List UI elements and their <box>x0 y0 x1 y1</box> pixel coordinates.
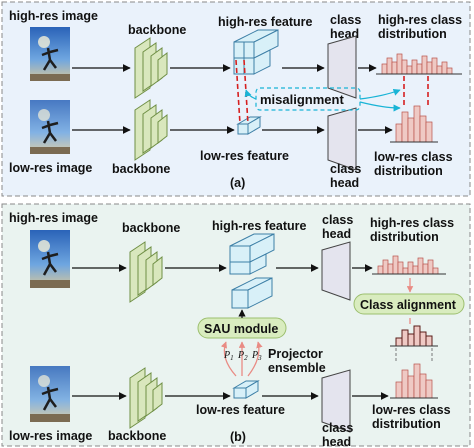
class-alignment-label: Class alignment <box>360 298 457 312</box>
high-res-feature-b <box>229 233 275 275</box>
low-res-feature-label-a: low-res feature <box>200 149 289 163</box>
backbone-bottom-label-b: backbone <box>108 429 166 443</box>
misalignment-box-a <box>255 87 361 111</box>
sau-module-label: SAU module <box>204 322 278 336</box>
low-res-image-label-b: low-res image <box>9 429 92 443</box>
projector-p3: P3 <box>251 350 262 362</box>
high-res-feature-label-b: high-res feature <box>212 219 307 233</box>
backbone-bottom-a <box>134 99 168 161</box>
panel-b: high-res image low-res image backbone ba… <box>1 203 471 448</box>
high-res-feature-label-a: high-res feature <box>218 15 313 29</box>
high-res-image-label-a: high-res image <box>9 9 98 23</box>
misalignment-arrows-a <box>244 88 401 112</box>
projector-arrows <box>220 341 263 377</box>
panel-a: high-res image low-res image backbone ba… <box>1 1 471 197</box>
high-res-image-label-b: high-res image <box>9 211 98 225</box>
class-alignment-box <box>353 293 465 315</box>
panel-a-border <box>1 1 471 197</box>
panel_a-low_res_dist-line-2: distribution <box>374 164 443 178</box>
panel_b-projector-line-2: ensemble <box>268 361 326 375</box>
backbone-bottom-b <box>129 367 163 429</box>
low-res-feature-label-b: low-res feature <box>196 403 285 417</box>
low-res-image-label-a: low-res image <box>9 161 92 175</box>
caption-a: (a) <box>230 176 245 190</box>
panel_a-class_head_bottom-line-2: head <box>330 176 359 190</box>
class-head-bottom-a <box>327 107 357 171</box>
backbone-top-a <box>134 37 168 99</box>
projector-p2: P2 <box>237 350 248 362</box>
low-res-feature-b <box>232 380 260 399</box>
panel_b-class_head_top-line-2: head <box>322 227 351 241</box>
backbone-bottom-label-a: backbone <box>112 162 170 176</box>
panel_b-low_res_dist-line-2: distribution <box>372 417 441 431</box>
misalignment-label-a: misalignment <box>260 92 344 107</box>
panel_a-high_res_dist-line-2: distribution <box>378 27 447 41</box>
low-res-image-a <box>30 100 70 154</box>
high-res-image-a <box>30 27 70 81</box>
class-head-bottom-b <box>321 369 351 433</box>
class-head-top-b <box>321 241 351 301</box>
panel_b-class_head_bottom-line-2: head <box>322 435 351 448</box>
backbone-top-b <box>129 241 163 303</box>
high-res-dist-bars-a <box>381 53 453 75</box>
projector-p1: P1 <box>223 350 234 362</box>
sau-output-feature-b <box>231 277 273 309</box>
panel_b-high_res_dist-line-2: distribution <box>370 230 439 244</box>
class-head-top-a <box>327 35 357 99</box>
low-res-image-b <box>30 366 70 422</box>
backbone-top-label-b: backbone <box>122 221 180 235</box>
low-res-feature-a <box>236 116 262 135</box>
backbone-top-label-a: backbone <box>128 23 186 37</box>
high-res-image-b <box>30 230 70 288</box>
caption-b: (b) <box>230 430 246 444</box>
